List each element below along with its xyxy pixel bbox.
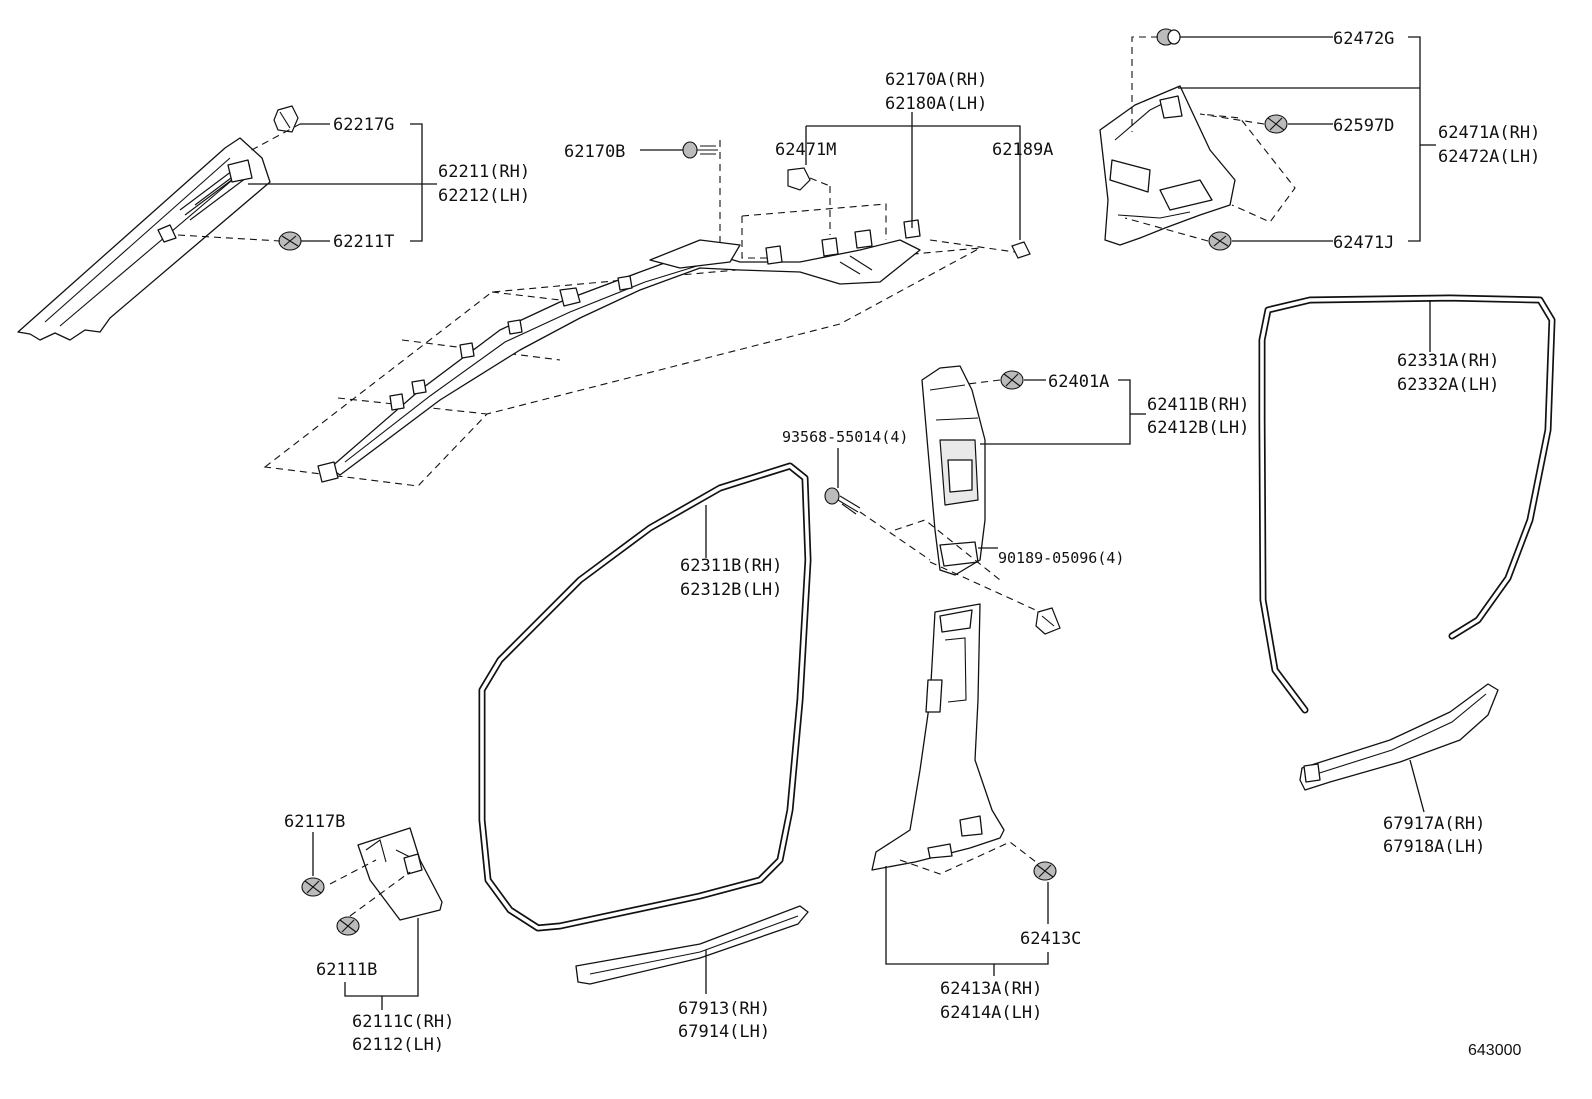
clip-62471M — [787, 167, 811, 191]
label-62332A-lh: 62332A(LH) — [1397, 375, 1499, 395]
clip-62472G — [1156, 28, 1181, 46]
label-62170A-rh: 62170A(RH) — [885, 70, 987, 90]
label-62211-rh: 62211(RH) — [438, 162, 530, 182]
label-62413A-rh: 62413A(RH) — [940, 979, 1042, 999]
figure-reference-number: 643000 — [1468, 1042, 1521, 1059]
nut-90189 — [1035, 607, 1061, 635]
label-62111C-rh: 62111C(RH) — [352, 1012, 454, 1032]
label-62471A-rh: 62471A(RH) — [1438, 123, 1540, 143]
label-62472A-lh: 62472A(LH) — [1438, 147, 1540, 167]
label-67917A-rh: 67917A(RH) — [1383, 814, 1485, 834]
screw-93568 — [824, 487, 861, 515]
label-62471J: 62471J — [1333, 233, 1394, 253]
center-pillar-garnish-lower — [871, 603, 1037, 875]
rear-door-weatherstrip — [1258, 294, 1556, 714]
label-67914-lh: 67914(LH) — [678, 1022, 770, 1042]
front-scuff-plate — [575, 905, 809, 985]
label-62170B: 62170B — [564, 142, 625, 162]
clip-62189A — [1011, 241, 1031, 259]
clip-62117B — [301, 877, 325, 897]
clip-62217G — [273, 105, 299, 133]
bolt-62170B — [682, 141, 718, 159]
label-62189A: 62189A — [992, 140, 1053, 160]
label-62331A-rh: 62331A(RH) — [1397, 351, 1499, 371]
label-62471M: 62471M — [775, 140, 836, 160]
clip-62471J — [1208, 231, 1232, 251]
front-pillar-garnish — [17, 137, 271, 341]
label-62413C: 62413C — [1020, 929, 1081, 949]
label-62212-lh: 62212(LH) — [438, 186, 530, 206]
label-62111B: 62111B — [316, 960, 377, 980]
label-62180A-lh: 62180A(LH) — [885, 94, 987, 114]
clip-62211T — [278, 231, 302, 251]
label-93568-55014: 93568-55014(4) — [782, 428, 908, 446]
label-62112-lh: 62112(LH) — [352, 1035, 444, 1055]
label-62472G: 62472G — [1333, 29, 1394, 49]
front-door-weatherstrip — [478, 462, 812, 932]
clip-62413C — [1033, 861, 1057, 881]
label-62312B-lh: 62312B(LH) — [680, 580, 782, 600]
clip-62401A — [1000, 370, 1024, 390]
label-67918A-lh: 67918A(LH) — [1383, 837, 1485, 857]
label-62217G: 62217G — [333, 115, 394, 135]
label-62311B-rh: 62311B(RH) — [680, 556, 782, 576]
label-62414A-lh: 62414A(LH) — [940, 1003, 1042, 1023]
curtain-airbag-assembly — [263, 140, 1016, 487]
clip-62111B — [336, 916, 360, 936]
label-62411B-rh: 62411B(RH) — [1147, 395, 1249, 415]
label-62412B-lh: 62412B(LH) — [1147, 418, 1249, 438]
label-62597D: 62597D — [1333, 116, 1394, 136]
rear-scuff-plate — [1299, 683, 1499, 791]
label-62117B: 62117B — [284, 812, 345, 832]
label-62401A: 62401A — [1048, 372, 1109, 392]
label-90189-05096: 90189-05096(4) — [998, 549, 1124, 567]
cowl-side-trim — [329, 827, 443, 921]
clip-62597D — [1264, 114, 1288, 134]
label-62211T: 62211T — [333, 232, 394, 252]
label-67913-rh: 67913(RH) — [678, 999, 770, 1019]
center-pillar-garnish-upper — [921, 365, 986, 576]
rear-pillar-garnish — [1099, 85, 1236, 246]
